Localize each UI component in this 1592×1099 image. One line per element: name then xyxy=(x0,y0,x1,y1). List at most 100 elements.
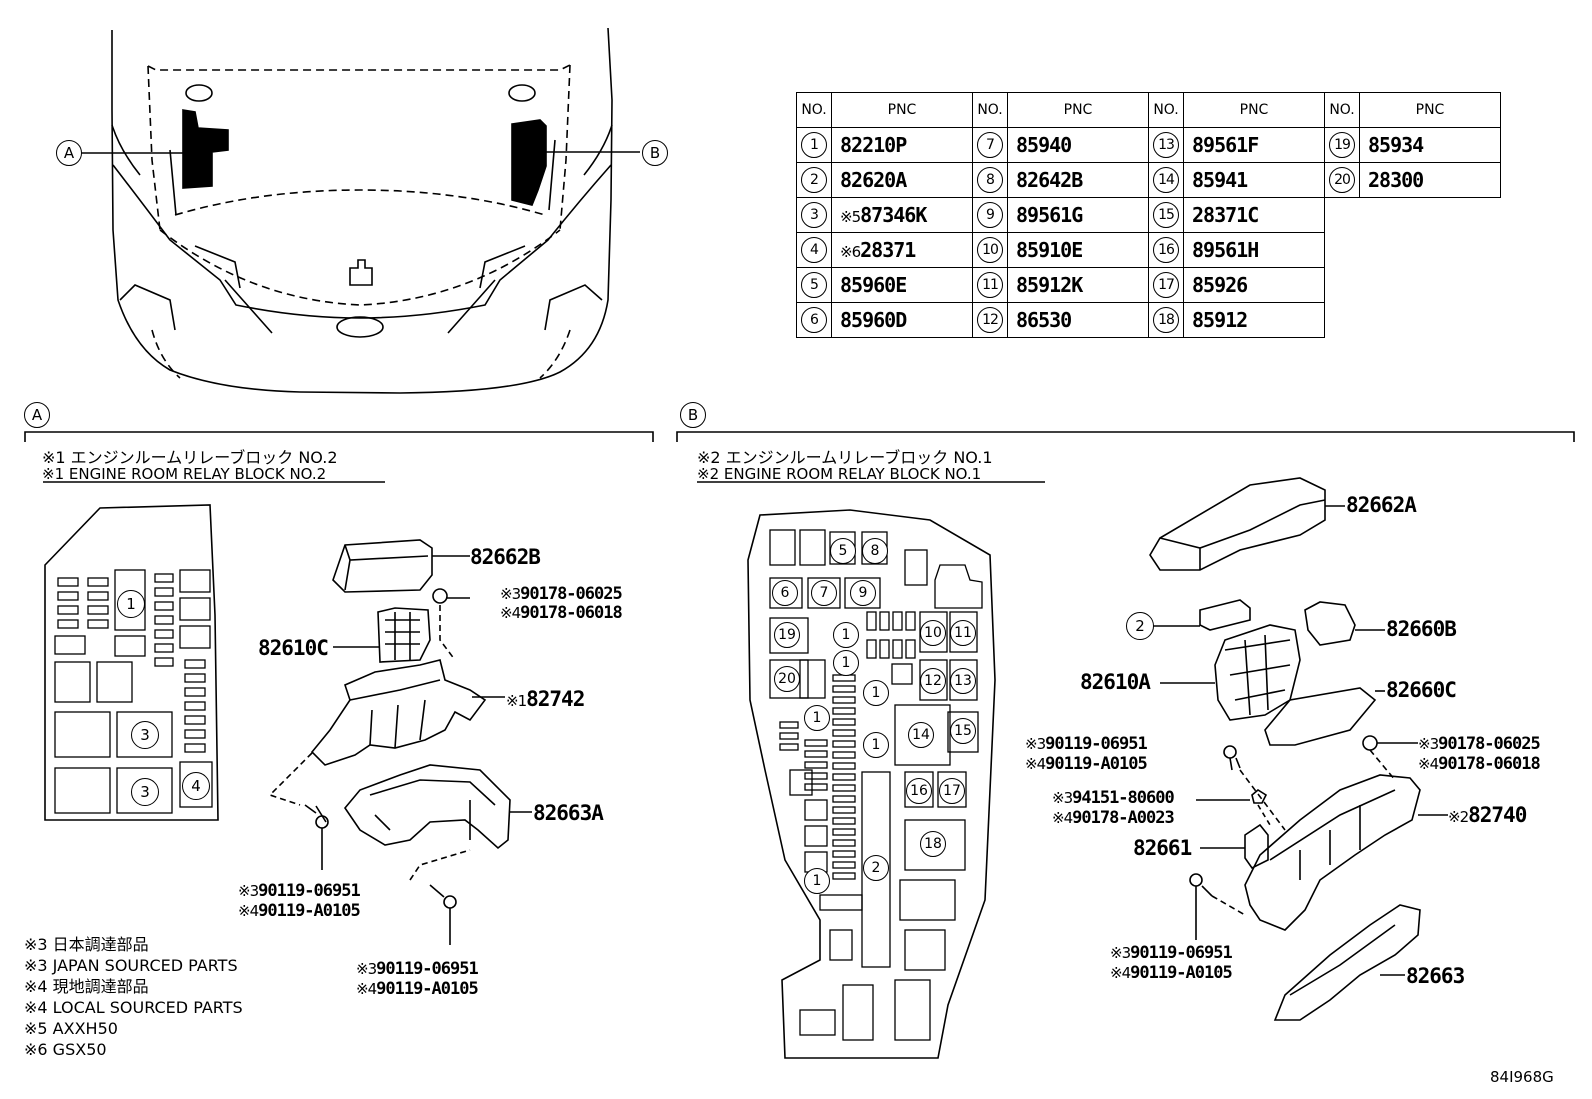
bolt-90119-06951-b: ※390119-06951 xyxy=(356,959,479,979)
pnc-value: 87346K xyxy=(860,203,927,227)
part-82663: 82663 xyxy=(1406,964,1465,988)
header-pnc: PNC xyxy=(1183,92,1325,128)
item-number-mark: 20 xyxy=(1329,167,1355,193)
ref-mark-a: A xyxy=(56,140,82,166)
table-cell-empty xyxy=(1325,233,1360,268)
fuse-mark: 11 xyxy=(950,620,976,646)
table-cell-empty xyxy=(1325,268,1360,303)
table-cell-no: 13 xyxy=(1148,127,1184,163)
fuse-mark: 5 xyxy=(830,538,856,564)
item-number-mark: 15 xyxy=(1153,202,1179,228)
part-82660C: 82660C xyxy=(1386,678,1457,702)
header-pnc: PNC xyxy=(1359,92,1501,128)
item-number-mark: 17 xyxy=(1153,272,1179,298)
table-cell-pnc: 85960E xyxy=(831,267,973,303)
item-number-mark: 9 xyxy=(977,202,1003,228)
pnc-value: 28371C xyxy=(1192,203,1259,227)
fuse-mark: 7 xyxy=(811,580,837,606)
table-cell-pnc: ※587346K xyxy=(831,197,973,233)
pnc-value: 85960E xyxy=(840,273,907,297)
pnc-suffix: ※5 xyxy=(840,208,861,226)
section-a-ref: A xyxy=(24,402,50,428)
pnc-value: 85934 xyxy=(1368,133,1424,157)
bolt-90119-A0105-b: ※490119-A0105 xyxy=(1110,963,1233,983)
item-number-mark: 18 xyxy=(1153,307,1179,333)
bolt-90119-06951-b: ※390119-06951 xyxy=(1110,943,1233,963)
pnc-value: 85912K xyxy=(1016,273,1083,297)
clip-90178-A0023: ※490178-A0023 xyxy=(1052,808,1175,828)
item-number-mark: 19 xyxy=(1329,132,1355,158)
section-b-title-jp: ※2 エンジンルームリレーブロック NO.1 xyxy=(697,448,993,467)
note-line: ※4 LOCAL SOURCED PARTS xyxy=(24,998,243,1017)
table-cell-no: 16 xyxy=(1148,232,1184,268)
pnc-value: 89561H xyxy=(1192,238,1259,262)
table-cell-pnc: 85912K xyxy=(1007,267,1149,303)
fuse-mark: 20 xyxy=(774,666,800,692)
item-number-mark: 4 xyxy=(801,237,827,263)
table-cell-empty xyxy=(1360,198,1501,233)
bolt-90119-06951: ※390119-06951 xyxy=(238,881,361,901)
table-cell-no: 5 xyxy=(796,267,832,303)
part-82661: 82661 xyxy=(1133,836,1192,860)
header-no: NO. xyxy=(796,92,832,128)
item-number-mark: 11 xyxy=(977,272,1003,298)
fuse-mark: 1 xyxy=(863,680,889,706)
nut-90178-06025: ※390178-06025 xyxy=(1418,734,1541,754)
fuse-mark: 18 xyxy=(920,831,946,857)
fuse-mark: 9 xyxy=(850,580,876,606)
table-cell-empty xyxy=(1360,268,1501,303)
fuse-mark: 10 xyxy=(920,620,946,646)
relay-block-a-location xyxy=(182,109,229,189)
table-cell-pnc: 28371C xyxy=(1183,197,1325,233)
clip-94151-80600: ※394151-80600 xyxy=(1052,788,1175,808)
item-number-mark: 5 xyxy=(801,272,827,298)
pnc-value: 82642B xyxy=(1016,168,1083,192)
table-cell-no: 14 xyxy=(1148,162,1184,198)
pnc-value: 85926 xyxy=(1192,273,1248,297)
table-cell-pnc: 85910E xyxy=(1007,232,1149,268)
header-pnc: PNC xyxy=(831,92,973,128)
part-82660B: 82660B xyxy=(1386,617,1457,641)
table-cell-pnc: 86530 xyxy=(1007,302,1149,338)
table-cell-no: 3 xyxy=(796,197,832,233)
bolt-90119-A0105-b: ※490119-A0105 xyxy=(356,979,479,999)
nut-90178-06018: ※490178-06018 xyxy=(1418,754,1541,774)
item-number-mark: 1 xyxy=(801,132,827,158)
nut-90178-06025: ※390178-06025 xyxy=(500,584,623,604)
part-82742: ※182742 xyxy=(506,687,585,711)
item-number-mark: 14 xyxy=(1153,167,1179,193)
pnc-value: 86530 xyxy=(1016,308,1072,332)
fuse-mark: 2 xyxy=(863,855,889,881)
note-line: ※4 現地調達部品 xyxy=(24,977,149,996)
pnc-suffix: ※6 xyxy=(840,243,861,261)
table-cell-no: 10 xyxy=(972,232,1008,268)
table-cell-no: 2 xyxy=(796,162,832,198)
fuse-mark: 13 xyxy=(950,668,976,694)
fuse-mark: 4 xyxy=(182,772,210,800)
table-cell-pnc: 85941 xyxy=(1183,162,1325,198)
item-number-mark: 13 xyxy=(1153,132,1179,158)
pnc-value: 85912 xyxy=(1192,308,1248,332)
fuse-mark: 1 xyxy=(804,705,830,731)
pnc-value: 28371 xyxy=(860,238,916,262)
bolt-90119-A0105: ※490119-A0105 xyxy=(1025,754,1148,774)
pnc-value: 28300 xyxy=(1368,168,1424,192)
table-cell-empty xyxy=(1360,303,1501,338)
table-cell-empty xyxy=(1325,303,1360,338)
table-cell-no: 17 xyxy=(1148,267,1184,303)
table-cell-pnc: 85940 xyxy=(1007,127,1149,163)
table-cell-pnc: 89561H xyxy=(1183,232,1325,268)
section-a-title-jp: ※1 エンジンルームリレーブロック NO.2 xyxy=(42,448,338,467)
note-line: ※3 JAPAN SOURCED PARTS xyxy=(24,956,238,975)
part-82740: ※282740 xyxy=(1448,803,1527,827)
fuse-mark: 16 xyxy=(906,778,932,804)
pnc-value: 85960D xyxy=(840,308,907,332)
pnc-value: 85941 xyxy=(1192,168,1248,192)
table-cell-empty xyxy=(1360,233,1501,268)
table-cell-no: 4 xyxy=(796,232,832,268)
part-82610C: 82610C xyxy=(258,636,329,660)
